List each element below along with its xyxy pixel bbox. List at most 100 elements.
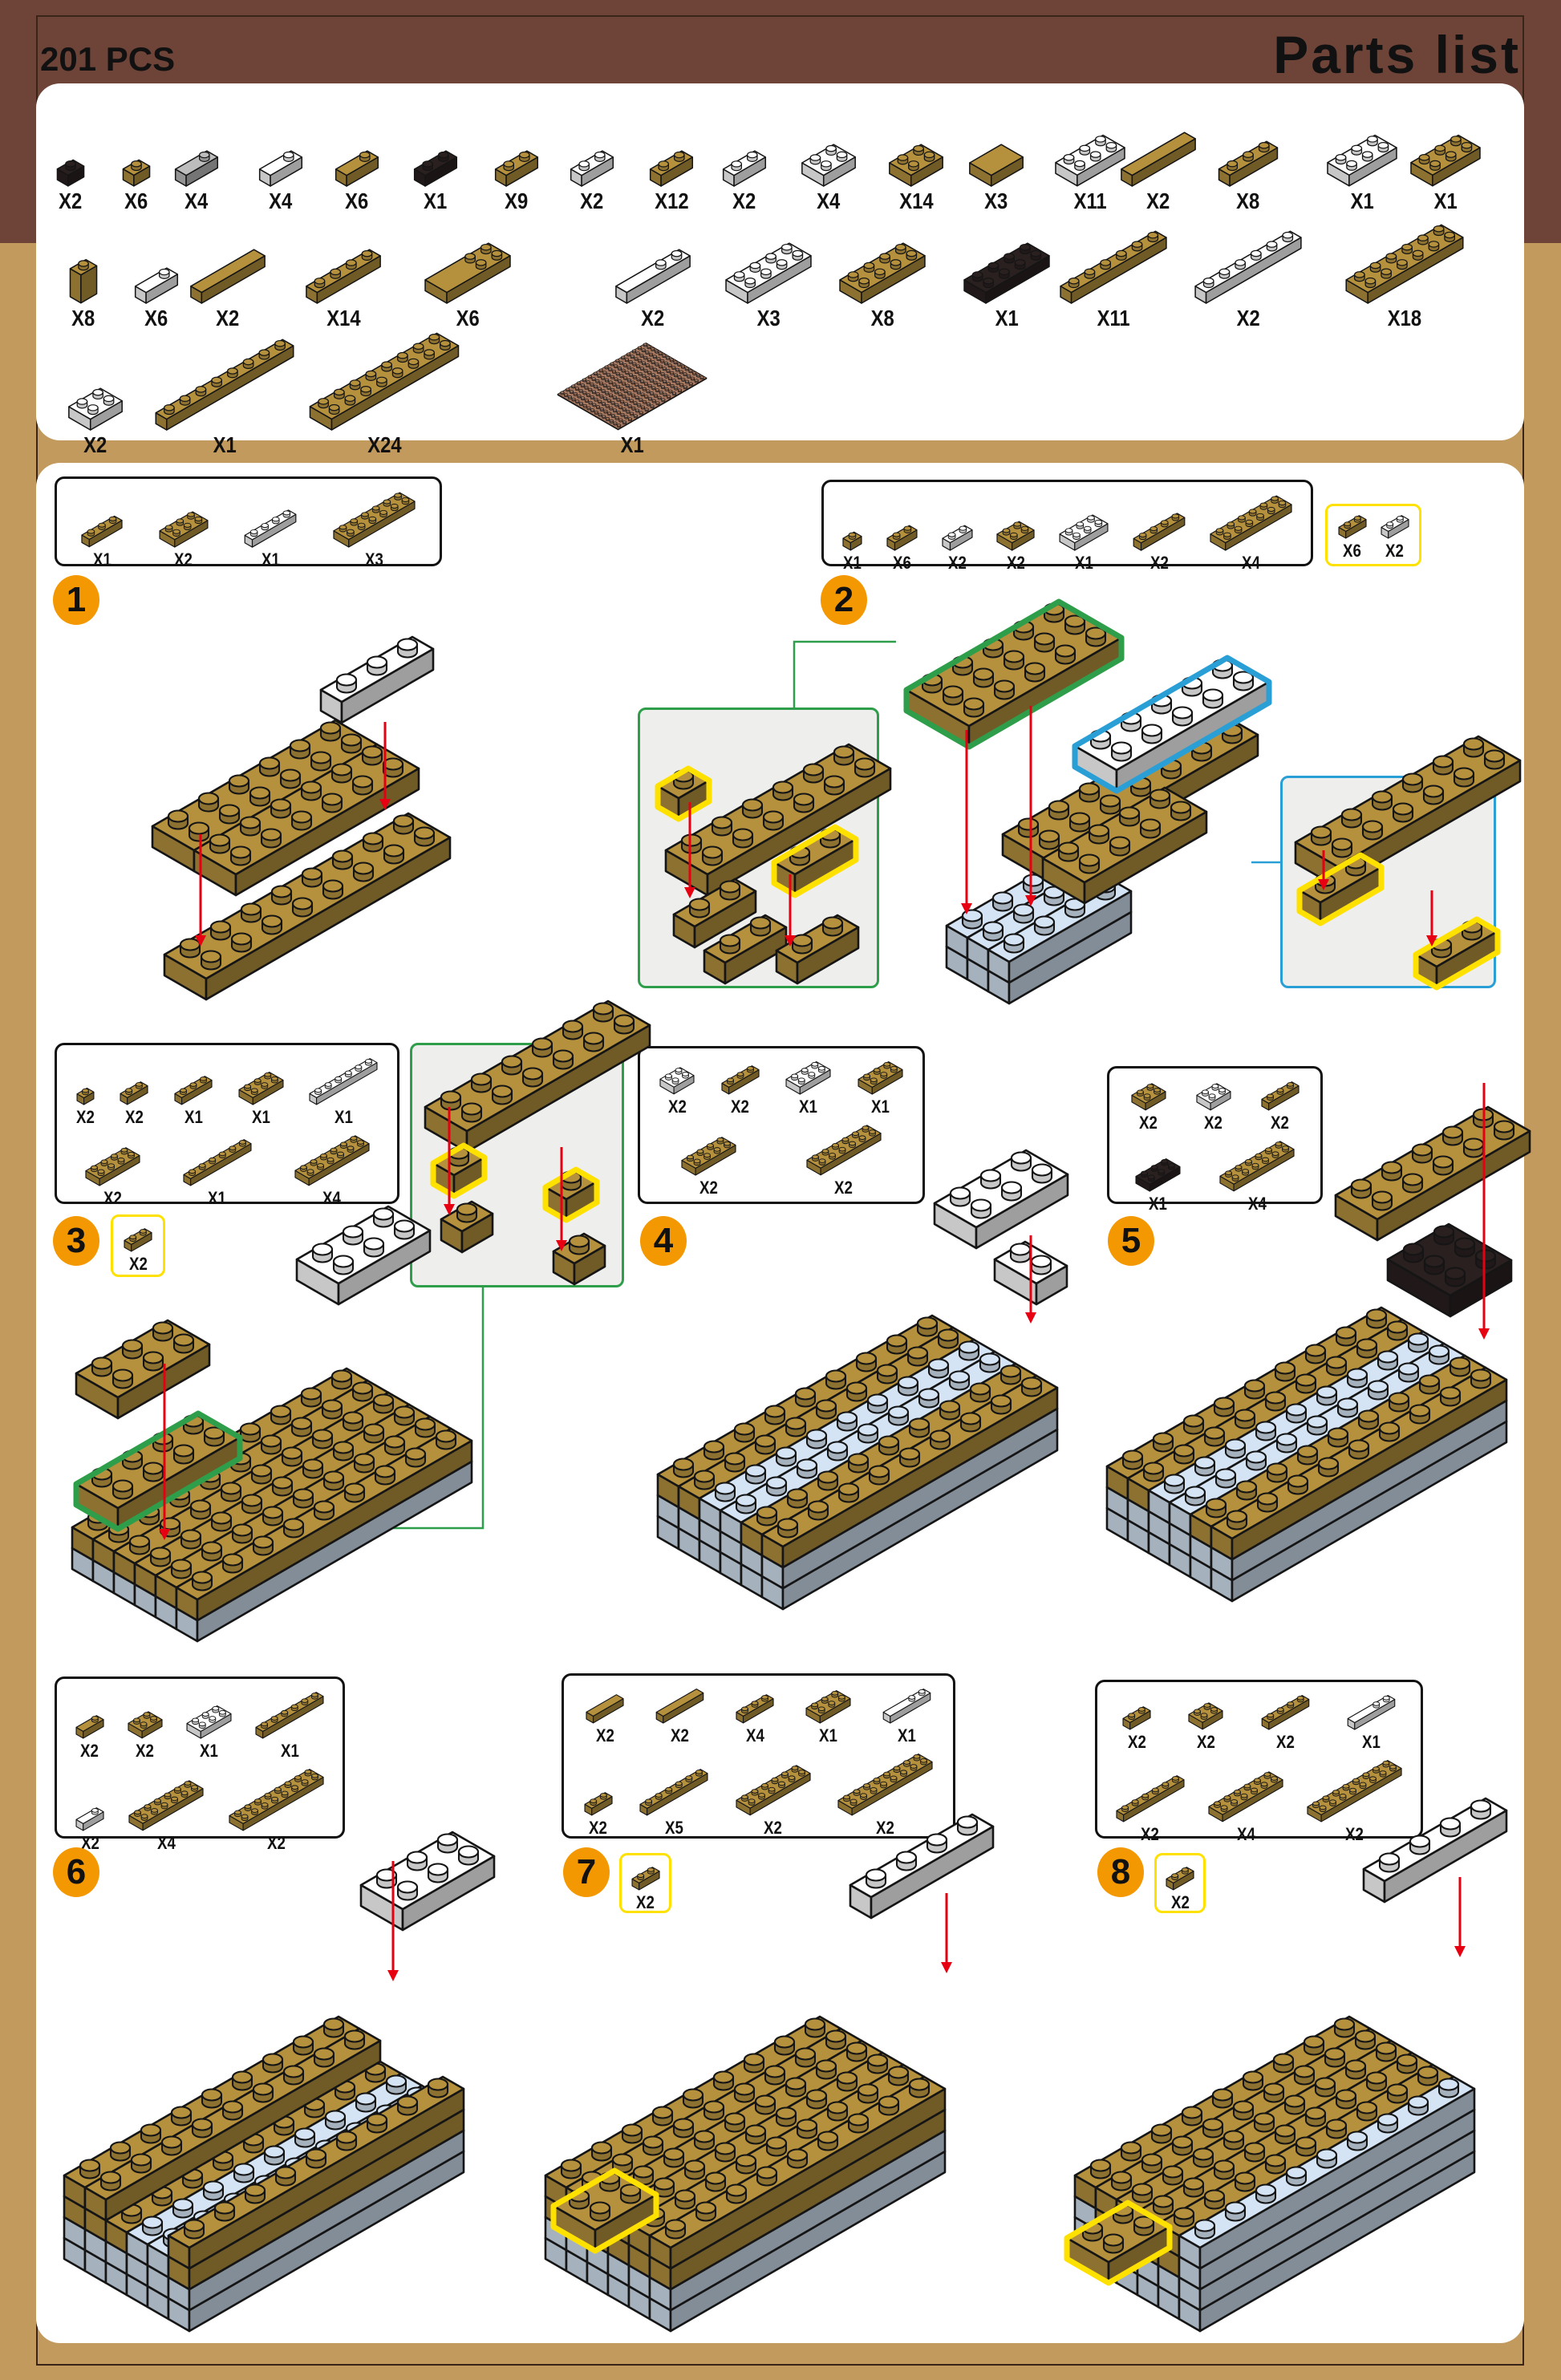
brick [56,159,85,187]
part-quantity: X2 [1275,1732,1295,1752]
part-item: X2 [568,140,617,213]
brick-1x2-icon [584,1792,613,1816]
step-part-item: X1 [880,1681,934,1745]
part-quantity: X1 [995,306,1019,330]
brick [649,150,694,187]
brick [1194,230,1302,304]
step-part-item: X2 [73,1707,107,1761]
brick-1x6-icon [639,1769,708,1816]
brick [837,1754,933,1816]
part-item: X12 [647,140,696,213]
brick [570,150,614,187]
brick [182,1139,252,1186]
brick-2x2-icon [68,387,123,431]
slope-1x2-icon [134,267,179,304]
brick-1x2-icon [570,150,614,187]
step-part-item: X2 [835,1745,935,1838]
part-item: X2 [1192,221,1304,330]
part-quantity: X1 [842,553,862,573]
step-part-item: X1 [306,1050,380,1127]
part-quantity: X4 [1242,553,1260,573]
brick [1059,514,1109,551]
part-item: X14 [303,239,384,330]
part-quantity: X2 [1141,1824,1160,1844]
baseplate-16x16-icon [557,343,708,431]
step-part-item: X2 [804,1117,884,1198]
brick [1219,1141,1295,1192]
part-item: X1 [961,233,1052,330]
part-quantity: X1 [1433,189,1458,213]
step-part-item: X6 [1336,507,1369,561]
part-item: X2 [66,378,126,457]
brick-2x8-icon [1307,1760,1402,1823]
part-quantity: X2 [1236,306,1260,330]
part-quantity: X4 [157,1833,176,1853]
part-quantity: X1 [620,432,644,457]
part-item: X1 [152,329,297,457]
brick-2x6-icon [1345,224,1464,304]
brick [1130,1083,1166,1111]
brick-1x1-icon [842,531,862,551]
part-quantity: X1 [897,1725,916,1745]
step-part-item: X1 [1133,1150,1183,1214]
brick [886,525,918,551]
brick-1x2-icon [722,150,767,187]
part-quantity: X2 [834,1178,853,1198]
step-part-item: X2 [653,1681,707,1745]
slope-1x4-icon [615,249,691,304]
brick [1218,140,1279,187]
brick-1x1-icon [76,1087,95,1105]
part-item: X11 [1057,221,1170,330]
brick-2x8-icon [309,332,460,431]
brick [1208,1771,1283,1823]
brick-1x6-icon [1116,1775,1185,1823]
step-extra-parts-box: X2 [619,1853,671,1913]
step-part-item: X1 [184,1697,234,1761]
brick [1135,1158,1181,1192]
part-item: X2 [188,239,269,330]
brick-1x6-icon [309,1058,378,1105]
round-1x1-icon [56,159,85,187]
part-quantity: X1 [92,549,112,570]
part-quantity: X2 [1127,1732,1146,1752]
detail-inset [638,708,879,988]
slope-1x2-icon [174,150,219,187]
brick [1210,495,1292,551]
part-quantity: X1 [251,1107,270,1127]
step-part-item: X5 [637,1761,711,1838]
part-item: X1 [1324,124,1400,213]
part-quantity: X3 [364,549,383,570]
brick [721,1065,760,1095]
part-item: X8 [67,249,100,330]
part-quantity: X12 [654,189,689,213]
slope-2x4-icon [424,242,511,304]
brick [120,1081,148,1105]
brick [334,150,379,187]
brick-2x2-icon [128,1711,163,1739]
brick [615,249,691,304]
brick-1x2-icon [649,150,694,187]
part-quantity: X2 [1385,541,1404,561]
brick-1x3-icon [736,1694,774,1724]
brick [1410,134,1481,187]
brick-1x2-icon [1122,1706,1151,1730]
detail-inset [410,1043,624,1287]
brick [174,150,219,187]
brick-1x2-icon [413,150,458,187]
brick-1x6-icon [1060,230,1167,304]
brick [306,249,381,304]
step-part-item: X2 [1130,505,1188,573]
step-part-item: X2 [1186,1694,1226,1752]
brick [424,242,511,304]
step-part-item: X2 [679,1129,739,1198]
part-quantity: X2 [1007,553,1025,573]
step-number-badge: 2 [821,575,867,625]
step-part-item: X1 [855,1053,906,1117]
